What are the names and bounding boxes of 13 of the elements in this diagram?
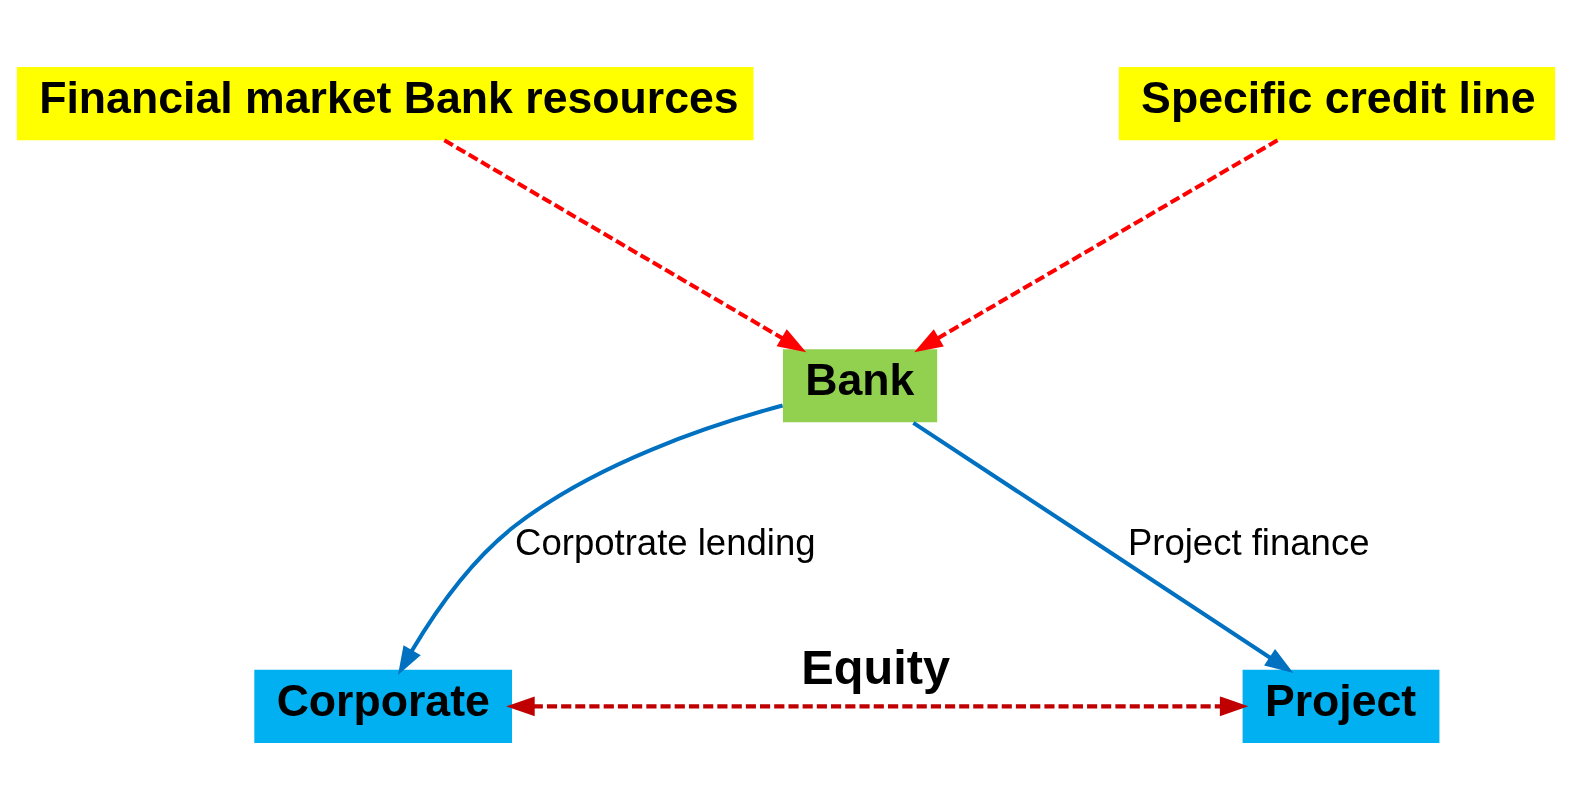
node-box: Financial market Bank resources — [16, 66, 754, 140]
node-box: Specific credit line — [1118, 66, 1556, 140]
arrow — [912, 420, 1294, 673]
arrow — [398, 403, 784, 675]
edge-label: Project finance — [1127, 521, 1370, 563]
edge-label: Corpotrate lending — [515, 521, 816, 563]
arrow — [914, 138, 1279, 352]
node-box: Project — [1242, 669, 1440, 743]
node-box: Bank — [782, 348, 938, 422]
arrow — [443, 138, 807, 352]
edge-label: Equity — [801, 639, 950, 694]
arrow — [506, 695, 1249, 716]
node-box: Corporate — [254, 669, 513, 743]
